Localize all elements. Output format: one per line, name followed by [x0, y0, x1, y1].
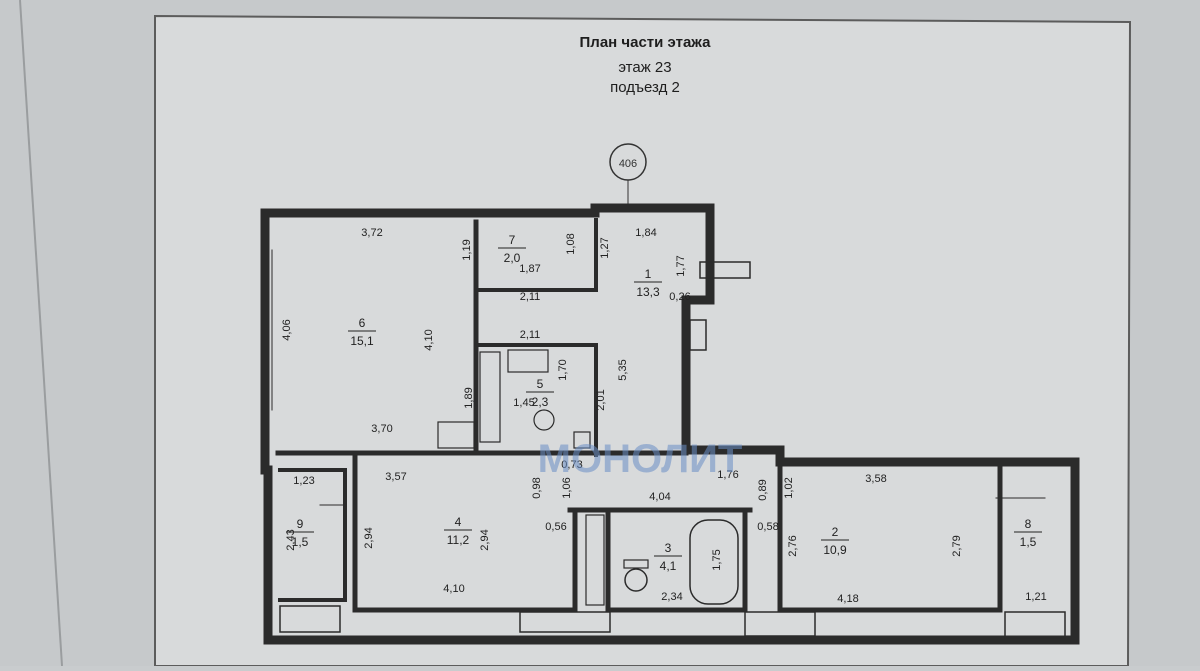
room-number: 9 — [297, 517, 304, 531]
dimension-label: 0,26 — [669, 291, 690, 303]
room-area: 15,1 — [350, 334, 374, 348]
outer-wall-bottom — [263, 457, 1080, 645]
dimension-label: 0,73 — [561, 459, 582, 471]
wall-bedroom2 — [777, 459, 1003, 613]
dimension-label: 3,72 — [361, 227, 382, 239]
dimension-label: 1,84 — [635, 227, 656, 239]
toilet-tank — [623, 559, 649, 569]
shower-drain — [533, 409, 555, 431]
page-title: План части этажа — [579, 34, 711, 51]
outer-wall-left — [260, 208, 273, 645]
dimension-label: 2,01 — [595, 389, 607, 410]
dimension-label: 2,34 — [661, 591, 682, 603]
dimension-label: 1,77 — [675, 255, 687, 276]
dimension-label: 3,70 — [371, 423, 392, 435]
dimension-label: 1,08 — [565, 233, 577, 254]
room-area: 1,5 — [1020, 535, 1037, 549]
room-number: 6 — [359, 316, 366, 330]
dimension-label: 1,70 — [557, 359, 569, 380]
dimension-label: 3,57 — [385, 471, 406, 483]
dimension-label: 0,89 — [757, 479, 769, 500]
room-area: 11,2 — [447, 533, 470, 547]
dimension-label: 2,11 — [520, 291, 541, 303]
window-bottom-1 — [279, 605, 341, 633]
toilet — [624, 568, 648, 592]
dimension-label: 0,58 — [757, 521, 778, 533]
room-number: 4 — [455, 515, 462, 529]
dimension-label: 3,58 — [865, 473, 886, 485]
room-number: 1 — [645, 267, 652, 281]
floor-number: этаж 23 — [618, 59, 672, 76]
cabinet-corridor — [585, 514, 605, 606]
watermark-text: МОНОЛИТ — [538, 437, 743, 481]
wall-kitchen-right — [352, 452, 578, 613]
dimension-label: 5,35 — [617, 359, 629, 380]
dimension-label: 1,23 — [293, 475, 314, 487]
paper-left-edge — [19, 0, 63, 667]
room-area: 2,3 — [532, 395, 549, 409]
dimension-label: 0,56 — [545, 521, 566, 533]
dimension-label: 1,75 — [711, 549, 723, 570]
outer-wall-upper — [260, 203, 1080, 467]
dimension-label: 4,06 — [281, 319, 293, 340]
room-area: 4,1 — [660, 559, 677, 573]
dimension-label: 1,76 — [717, 469, 738, 481]
window-bottom-3 — [744, 611, 816, 637]
room-number: 7 — [509, 233, 516, 247]
dimension-label: 2,11 — [520, 329, 541, 341]
dimension-label: 4,18 — [837, 593, 858, 605]
dimension-label: 1,87 — [519, 263, 540, 275]
dimension-label: 1,02 — [783, 477, 795, 498]
room-number: 8 — [1025, 517, 1032, 531]
room-number: 3 — [665, 541, 672, 555]
dimension-label: 1,89 — [463, 387, 475, 408]
sink-left — [437, 421, 475, 449]
dimension-label: 4,10 — [423, 329, 435, 350]
room-area: 2,0 — [504, 251, 521, 265]
sink-bath — [573, 431, 591, 449]
vent-stub — [699, 261, 751, 279]
dimension-label: 2,94 — [363, 527, 375, 548]
wall-wc-top — [476, 218, 598, 292]
room-area: 1,5 — [292, 535, 309, 549]
shower-unit — [507, 349, 549, 373]
dimension-label: 2,43 — [285, 529, 297, 550]
pipes — [479, 351, 501, 443]
dimension-label: 1,06 — [561, 477, 573, 498]
entrance-number: подъезд 2 — [610, 79, 680, 96]
dimension-label: 1,19 — [461, 239, 473, 260]
shaft — [689, 319, 707, 351]
dimension-label: 2,94 — [479, 529, 491, 550]
window-bottom-4 — [1004, 611, 1066, 639]
dimension-label: 1,27 — [599, 237, 611, 258]
section-marker-label: 406 — [619, 158, 637, 170]
wall-bath-box — [474, 343, 598, 457]
dimension-label: 1,45 — [513, 397, 534, 409]
dimension-label: 4,10 — [443, 583, 464, 595]
room-area: 10,9 — [823, 543, 847, 557]
room-area: 13,3 — [636, 285, 660, 299]
dimension-label: 2,76 — [787, 535, 799, 556]
dimension-label: 2,79 — [951, 535, 963, 556]
room-number: 2 — [832, 525, 839, 539]
dimension-label: 4,04 — [649, 491, 670, 503]
dimension-label: 1,21 — [1025, 591, 1046, 603]
dimension-label: 0,98 — [531, 477, 543, 498]
wall-bath-sides — [605, 507, 748, 613]
wall-balcony-left — [278, 468, 347, 602]
bathtub — [689, 519, 739, 605]
window-bottom-2 — [519, 611, 611, 633]
room-number: 5 — [537, 377, 544, 391]
